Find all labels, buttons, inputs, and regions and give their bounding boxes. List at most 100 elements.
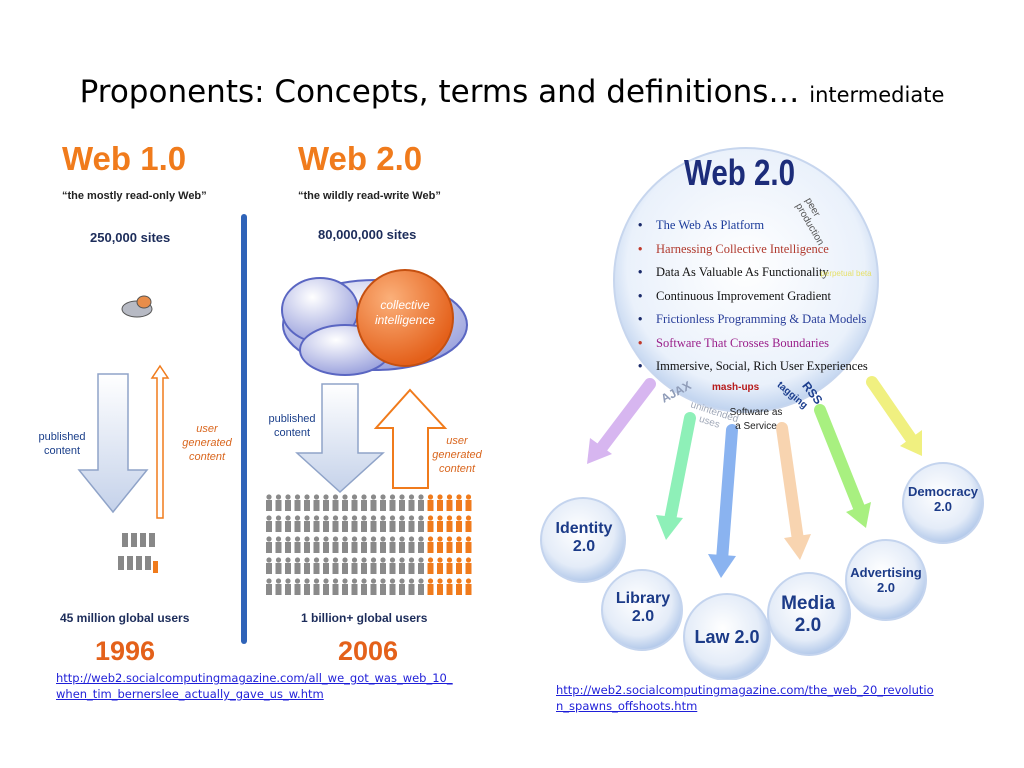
principle-text: Software That Crosses Boundaries [656,335,830,350]
person-icon [361,536,367,553]
person-icon [418,494,424,511]
bullet-dot: • [638,312,643,326]
person-icon [285,578,291,595]
small-cloud-icon [121,295,153,318]
tag-software-as-a-service: Software as a Service [729,407,783,432]
person-icon [351,578,358,595]
person-icon [465,536,472,553]
web2-crowd-icons [266,494,472,595]
person-icon [389,536,396,553]
person-icon [304,515,310,532]
person-icon [266,536,272,553]
left-figure-graphics [77,269,472,595]
person-icon [323,557,329,574]
source-link-right-line1: http://web2.socialcomputingmagazine.com/… [556,683,934,697]
person-icon [437,536,443,553]
bullet-dot: • [638,241,643,256]
tag-perpetual-beta: perpetual beta [820,269,872,278]
person-icon [313,557,320,574]
person-icon [304,578,310,595]
web1-people-icons [118,533,158,573]
advertising-bubble [845,539,927,621]
person-icon [437,515,443,532]
person-icon [304,494,310,511]
person-icon [427,578,434,595]
source-link-left-line1: http://web2.socialcomputingmagazine.com/… [56,671,453,685]
person-icon [294,536,301,553]
person-icon [380,557,386,574]
person-icon [399,578,405,595]
person-icon [294,557,301,574]
bullet-dot: • [638,288,643,303]
person-icon [408,578,415,595]
person-icon [465,515,472,532]
person-icon [342,578,348,595]
media-label: Media 2.0 [781,593,835,636]
principle-item: •The Web As Platform [638,214,868,238]
principle-item: •Harnessing Collective Intelligence [638,238,868,262]
person-icon [342,536,348,553]
web1-published-content-label: published content [38,431,86,457]
person-icon [266,557,272,574]
person-icon [351,557,358,574]
person-icon [275,536,282,553]
person-icon [361,578,367,595]
person-icon [465,578,472,595]
person-icon [266,515,272,532]
person-icon [342,515,348,532]
person-icon [399,494,405,511]
person-icon [351,536,358,553]
person-icon [418,578,424,595]
person-icon [323,515,329,532]
web2-down-arrow [295,383,385,494]
person-icon [294,494,301,511]
person-icon [323,494,329,511]
person-icon [294,578,301,595]
person-icon [275,578,282,595]
person-icon [304,536,310,553]
library-label: Library 2.0 [615,590,671,626]
person-icon [332,515,339,532]
person-icon [380,494,386,511]
person-icon [456,515,462,532]
person-icon [275,515,282,532]
web20-heading: Web 2.0 [684,152,796,193]
person-icon [437,557,443,574]
person-icon [285,515,291,532]
web1-up-arrow [150,364,170,519]
web2-heading: Web 2.0 [298,140,423,177]
person-icon [408,557,415,574]
principle-item: • Frictionless Programming & Data Models [638,308,868,332]
person-icon [332,536,339,553]
person-icon [370,578,377,595]
principle-text: Immersive, Social, Rich User Experiences [656,359,868,373]
law-label: Law 2.0 [694,627,760,647]
person-icon [408,536,415,553]
person-icon [389,557,396,574]
democracy-bubble [902,462,984,544]
person-icon [275,557,282,574]
principle-text: Frictionless Programming & Data Models [656,312,867,326]
principle-text: Data As Valuable As Functionality [656,265,829,279]
person-icon [456,578,462,595]
web2-sites: 80,000,000 sites [318,227,417,242]
tag-mashups: mash-ups [712,382,760,393]
bullet-dot: • [638,359,643,373]
bullet-dot: • [638,265,643,279]
collective-intelligence-label: collective intelligence [374,298,436,327]
person-icon [361,494,367,511]
person-icon [427,536,434,553]
person-icon [380,536,386,553]
person-icon [351,515,358,532]
person-icon [323,536,329,553]
web1-sites: 250,000 sites [90,230,171,245]
person-icon [294,515,301,532]
web2-published-content-label: published content [268,413,316,439]
person-icon [266,494,272,511]
person-icon [370,536,377,553]
person-icon [313,578,320,595]
person-icon [313,494,320,511]
source-link-left[interactable]: http://web2.socialcomputingmagazine.com/… [56,670,453,702]
source-link-right[interactable]: http://web2.socialcomputingmagazine.com/… [556,682,934,714]
person-icon [361,557,367,574]
